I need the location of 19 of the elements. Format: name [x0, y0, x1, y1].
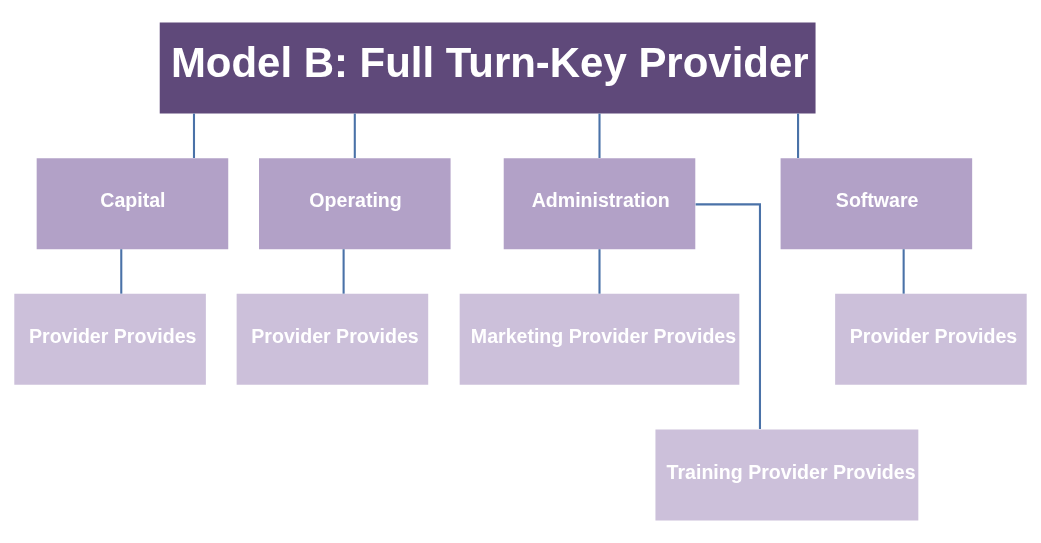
node-box: Model B: Full Turn-Key Provider: [159, 22, 816, 114]
connector: [902, 249, 905, 294]
node-box: Software: [780, 158, 973, 250]
node-box: Provider Provides: [14, 293, 206, 385]
connector: [353, 113, 356, 158]
connector: [598, 113, 601, 158]
node-box: Marketing Provider Provides: [459, 293, 740, 385]
connector: [598, 249, 601, 294]
node-box: Operating: [259, 158, 451, 250]
connector: [797, 113, 800, 158]
node-box: Administration: [503, 158, 696, 250]
connector: [695, 203, 761, 430]
connector: [342, 249, 345, 294]
node-box: Provider Provides: [835, 293, 1027, 385]
connector: [120, 249, 123, 294]
node-box: Provider Provides: [236, 293, 429, 385]
connector: [192, 113, 196, 158]
node-box: Capital: [36, 158, 229, 250]
node-box: Training Provider Provides: [655, 429, 919, 521]
